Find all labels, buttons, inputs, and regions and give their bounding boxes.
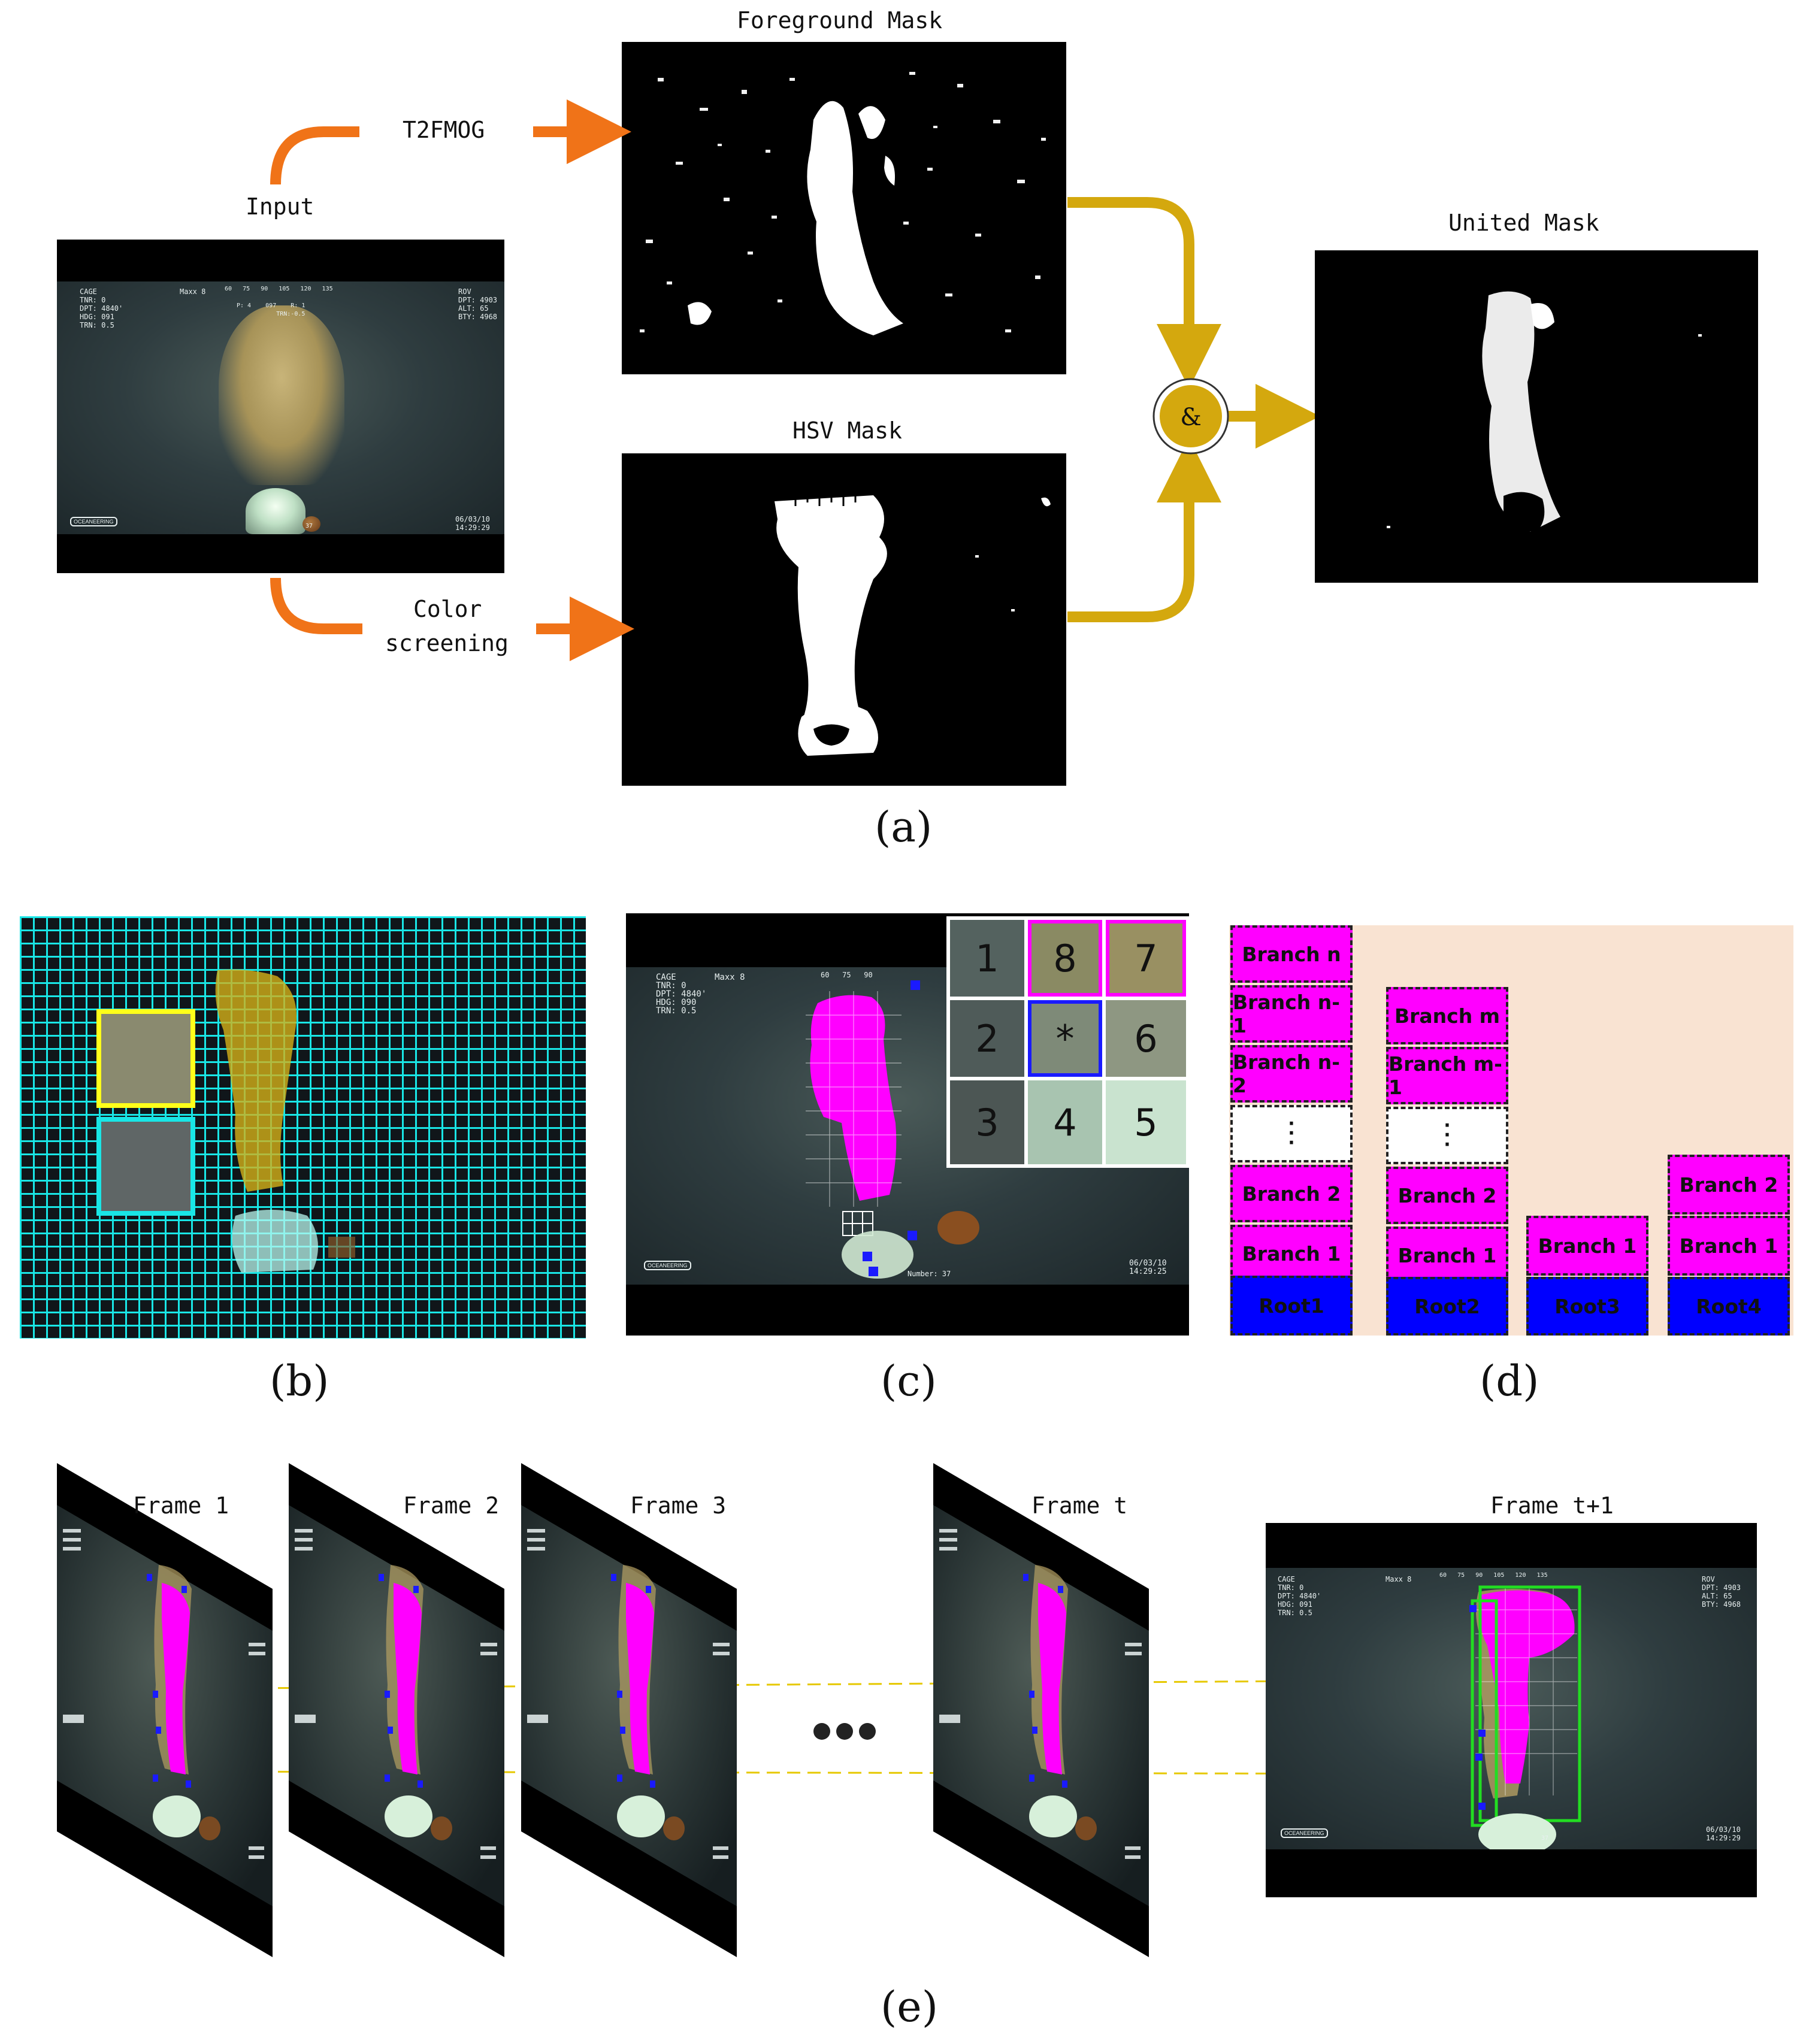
frame-2-label: Frame 2 <box>403 1492 500 1519</box>
magenta-plume-cells <box>806 980 979 1279</box>
hsv-mask <box>622 453 1066 786</box>
input-label: Input <box>246 193 314 220</box>
grid-cell-4: 4 <box>1028 1080 1102 1164</box>
united-mask-title: United Mask <box>1448 210 1599 236</box>
grid-cell-3: 3 <box>950 1080 1024 1164</box>
neighborhood-frame: CAGE TNR: 0 DPT: 4840' HDG: 090 TRN: 0.5… <box>626 913 1189 1336</box>
hud-number: 37 <box>305 523 313 529</box>
col4-root: Root4 <box>1668 1277 1790 1336</box>
col1-root: Root1 <box>1230 1276 1353 1336</box>
grid-cell-6: 6 <box>1106 1000 1186 1077</box>
united-mask <box>1315 250 1758 583</box>
col2-root: Root2 <box>1386 1277 1508 1336</box>
t1-oceaneering-logo: OCEANEERING <box>1281 1828 1328 1838</box>
grid-cell-center: * <box>1028 1000 1102 1077</box>
rock <box>302 516 320 532</box>
plume <box>219 305 344 485</box>
c-hud-camera-name: Maxx 8 <box>715 973 745 982</box>
frame-1-label: Frame 1 <box>133 1492 229 1519</box>
united-mask-art <box>1387 291 1702 532</box>
grid-overlay-art <box>215 969 355 1273</box>
c-oceaneering-logo: OCEANEERING <box>644 1261 691 1270</box>
frame-t1-tracking-art <box>1469 1585 1581 1849</box>
caption-a: (a) <box>875 803 933 852</box>
yellow-plume-box <box>96 1009 195 1108</box>
hud-heading-scale: 60 75 90 105 120 135 <box>225 286 333 292</box>
caption-e: (e) <box>881 1982 939 2031</box>
col1-branch-n-2: Branch n-2 <box>1230 1045 1353 1103</box>
grid-cell-1: 1 <box>950 920 1024 997</box>
hud-telemetry-right: ROV DPT: 4903 ALT: 65 BTY: 4968 <box>458 287 498 321</box>
color-screening-label-2: screening <box>385 630 509 656</box>
t1-hud-scale: 60 75 90 105 120 135 <box>1439 1572 1548 1579</box>
caption-d: (d) <box>1480 1356 1539 1406</box>
hud-telemetry-left: CAGE TNR: 0 DPT: 4840' HDG: 091 TRN: 0.5 <box>80 287 123 329</box>
col1-branch-1: Branch 1 <box>1230 1225 1353 1282</box>
frame-t-plane <box>933 1463 1149 1957</box>
wellhead <box>246 488 305 534</box>
grid-cell-5: 5 <box>1106 1080 1186 1164</box>
c-hud-datetime: 06/03/10 14:29:25 <box>1129 1259 1167 1276</box>
col2-ellipsis: ··· <box>1386 1107 1508 1164</box>
hsv-mask-art <box>775 495 1051 756</box>
t2fmog-label: T2FMOG <box>403 117 485 143</box>
col2-branch-m-1: Branch m-1 <box>1386 1047 1508 1104</box>
frame-3-plane <box>521 1463 737 1957</box>
col4-branch-1: Branch 1 <box>1668 1216 1790 1276</box>
zoom-grid: 1 8 7 2 * 6 3 4 5 <box>946 916 1189 1168</box>
oceaneering-logo: OCEANEERING <box>70 517 117 526</box>
frame-t1: CAGE TNR: 0 DPT: 4840' HDG: 091 TRN: 0.5… <box>1266 1523 1757 1897</box>
frame-t1-label: Frame t+1 <box>1490 1492 1614 1519</box>
grid-cell-8: 8 <box>1028 920 1102 997</box>
c-hud-scale: 60 75 90 <box>821 971 873 979</box>
col1-branch-n-1: Branch n-1 <box>1230 985 1353 1043</box>
color-screening-label-1: Color <box>413 596 482 622</box>
grid-cell-7: 7 <box>1106 920 1186 997</box>
col2-branch-1: Branch 1 <box>1386 1227 1508 1284</box>
frame-2-plane <box>289 1463 504 1957</box>
frame-3-label: Frame 3 <box>630 1492 727 1519</box>
t1-hud-number: 37 <box>1541 1835 1549 1842</box>
col4-branch-2: Branch 2 <box>1668 1155 1790 1215</box>
col2-branch-m: Branch m <box>1386 987 1508 1044</box>
col1-branch-n: Branch n <box>1230 925 1353 983</box>
hud-datetime: 06/03/10 14:29:29 <box>455 515 490 532</box>
hud-center-readout: P: 4 097 R: 1 TRN:-0.5 <box>237 302 305 317</box>
foreground-mask-title: Foreground Mask <box>737 7 943 34</box>
t1-hud-telemetry-right: ROV DPT: 4903 ALT: 65 BTY: 4968 <box>1702 1575 1741 1609</box>
hud-camera-name: Maxx 8 <box>180 287 206 296</box>
c-hud-number: Number: 37 <box>907 1270 951 1278</box>
input-frame: CAGE TNR: 0 DPT: 4840' HDG: 091 TRN: 0.5… <box>57 240 504 573</box>
t1-hud-datetime: 06/03/10 14:29:29 <box>1706 1825 1741 1842</box>
foreground-mask-art <box>640 72 1046 335</box>
foreground-mask <box>622 42 1066 374</box>
col3-root: Root3 <box>1526 1277 1648 1336</box>
col1-ellipsis: ··· <box>1230 1105 1353 1162</box>
frame-1-plane <box>57 1463 273 1957</box>
frame-t-label: Frame t <box>1031 1492 1128 1519</box>
col3-branch-1: Branch 1 <box>1526 1216 1648 1276</box>
input-scene: CAGE TNR: 0 DPT: 4840' HDG: 091 TRN: 0.5… <box>57 281 504 534</box>
col2-branch-2: Branch 2 <box>1386 1167 1508 1224</box>
cyan-background-box <box>96 1117 195 1216</box>
tree-panel: Branch n Branch n-1 Branch n-2 ··· Branc… <box>1229 925 1793 1336</box>
frame-t1-scene: CAGE TNR: 0 DPT: 4840' HDG: 091 TRN: 0.5… <box>1266 1568 1757 1849</box>
col1-branch-2: Branch 2 <box>1230 1165 1353 1222</box>
hsv-mask-title: HSV Mask <box>792 417 903 444</box>
t1-hud-telemetry-left: CAGE TNR: 0 DPT: 4840' HDG: 091 TRN: 0.5 <box>1278 1575 1321 1617</box>
caption-c: (c) <box>881 1356 937 1406</box>
caption-b: (b) <box>270 1356 329 1406</box>
grid-frame <box>20 916 586 1339</box>
grid-cell-2: 2 <box>950 1000 1024 1077</box>
c-hud-telemetry: CAGE TNR: 0 DPT: 4840' HDG: 090 TRN: 0.5 <box>656 973 707 1016</box>
t1-hud-camera-name: Maxx 8 <box>1386 1575 1412 1583</box>
